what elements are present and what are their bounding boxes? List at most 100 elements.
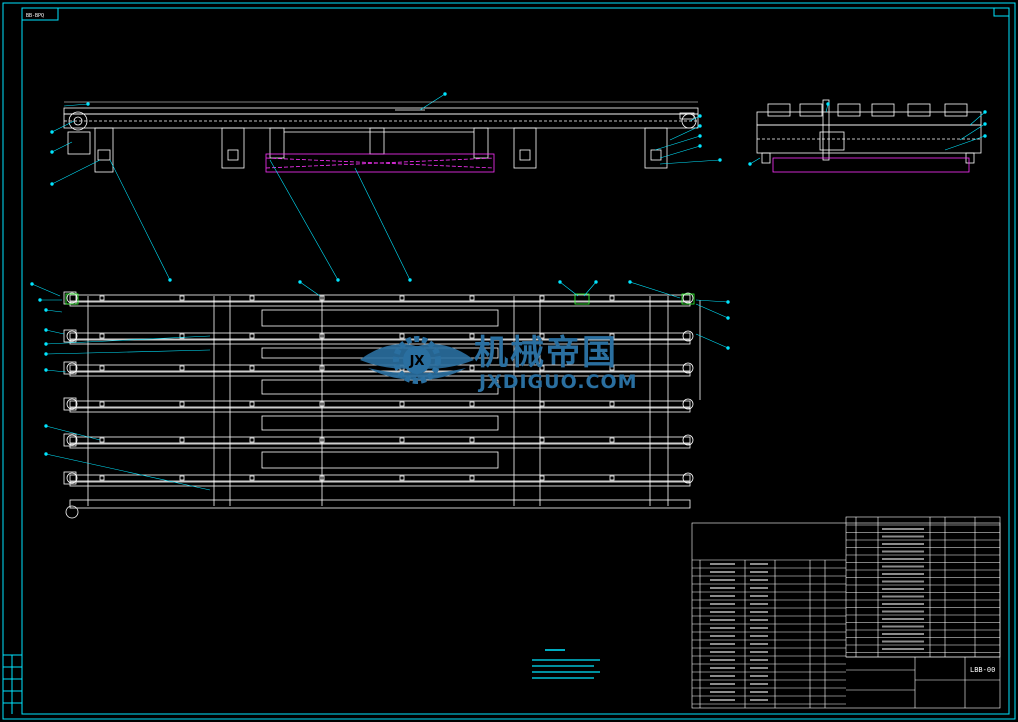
leader-line xyxy=(45,335,211,345)
chain-link xyxy=(99,437,105,443)
tray-slot xyxy=(261,309,499,327)
technical-notes xyxy=(532,649,600,679)
chain-link xyxy=(179,437,185,443)
sprocket-right xyxy=(682,398,694,410)
drive-sprocket-bottom xyxy=(65,505,79,519)
chain-link xyxy=(609,401,615,407)
leader-balloon xyxy=(698,144,702,148)
leader-balloon xyxy=(50,150,54,154)
chain-strand xyxy=(69,436,691,444)
leader-line xyxy=(695,303,729,319)
sprocket-left xyxy=(66,362,78,374)
chain-strand xyxy=(69,474,691,482)
chain-link xyxy=(609,437,615,443)
watermark-title-cn: 机械帝国 xyxy=(474,333,618,373)
leader-balloon xyxy=(726,346,730,350)
sheet-corner-tag: BB-BPQ xyxy=(26,13,44,19)
chain-link xyxy=(249,333,255,339)
sprocket-right xyxy=(682,330,694,342)
leader-line xyxy=(63,103,89,107)
leader-balloon xyxy=(30,282,34,286)
leader-line xyxy=(45,369,67,373)
sprocket-left xyxy=(66,330,78,342)
leader-line xyxy=(45,329,65,335)
leader-balloon xyxy=(698,124,702,128)
chain-link xyxy=(399,295,405,301)
sprocket-right xyxy=(682,472,694,484)
chain-link xyxy=(539,295,545,301)
chain-link xyxy=(249,437,255,443)
chain-link xyxy=(99,365,105,371)
chain-link xyxy=(609,365,615,371)
leader-balloon xyxy=(408,278,412,282)
leader-line xyxy=(51,120,75,133)
chain-link xyxy=(539,437,545,443)
chain-link xyxy=(399,333,405,339)
tray-slot xyxy=(261,379,499,395)
leader-balloon xyxy=(50,182,54,186)
leader-balloon xyxy=(826,102,830,106)
chain-link xyxy=(469,365,475,371)
leader-line xyxy=(354,167,411,281)
coupling-green-left xyxy=(65,293,79,305)
front-view xyxy=(63,107,699,173)
side-view xyxy=(756,99,982,164)
leader-lines xyxy=(30,92,987,491)
tray-slot xyxy=(261,415,499,431)
leader-balloon xyxy=(44,368,48,372)
leader-balloon xyxy=(336,278,340,282)
leader-balloon xyxy=(86,102,90,106)
sprocket-left xyxy=(66,434,78,446)
chain-link xyxy=(249,295,255,301)
leader-balloon xyxy=(558,280,562,284)
chain-link xyxy=(179,475,185,481)
leader-balloon xyxy=(44,342,48,346)
chain-guide xyxy=(69,443,691,449)
leader-line xyxy=(269,159,339,281)
chain-link xyxy=(179,295,185,301)
leader-balloon xyxy=(748,162,752,166)
leader-line xyxy=(944,135,986,151)
leader-balloon xyxy=(44,328,48,332)
leader-balloon xyxy=(44,424,48,428)
sprocket-right xyxy=(682,362,694,374)
chain-strand xyxy=(69,332,691,340)
leader-line xyxy=(654,135,701,151)
side-view-hidden-tray xyxy=(772,157,970,173)
leader-balloon xyxy=(443,92,447,96)
leader-line xyxy=(659,159,721,165)
leader-balloon xyxy=(628,280,632,284)
sprocket-right xyxy=(682,434,694,446)
leader-balloon xyxy=(50,130,54,134)
watermark-title-en: JXDIGUO.COM xyxy=(477,371,638,393)
chain-link xyxy=(249,475,255,481)
leader-balloon xyxy=(594,280,598,284)
chain-link xyxy=(399,437,405,443)
coupling-green-right xyxy=(681,293,695,305)
leader-line xyxy=(51,141,73,153)
chain-link xyxy=(609,295,615,301)
leader-line xyxy=(689,115,701,122)
leader-line xyxy=(559,281,579,297)
gear-hub xyxy=(403,346,431,374)
leader-balloon xyxy=(983,122,987,126)
chain-guide xyxy=(69,407,691,413)
coupling-green xyxy=(574,293,590,305)
leader-line xyxy=(695,333,729,349)
chain-link xyxy=(539,475,545,481)
leader-balloon xyxy=(698,134,702,138)
leader-line xyxy=(659,145,701,159)
leader-line xyxy=(51,159,101,185)
chain-link xyxy=(469,475,475,481)
sprocket-left xyxy=(66,472,78,484)
chain-link xyxy=(179,401,185,407)
sprocket-left xyxy=(66,398,78,410)
chain-link xyxy=(609,475,615,481)
chain-guide xyxy=(69,301,691,307)
leader-line xyxy=(45,349,211,355)
bearing-block xyxy=(63,361,77,375)
leader-line xyxy=(959,123,986,141)
chain-link xyxy=(249,401,255,407)
drawing-number: LBB-00 xyxy=(970,666,995,674)
